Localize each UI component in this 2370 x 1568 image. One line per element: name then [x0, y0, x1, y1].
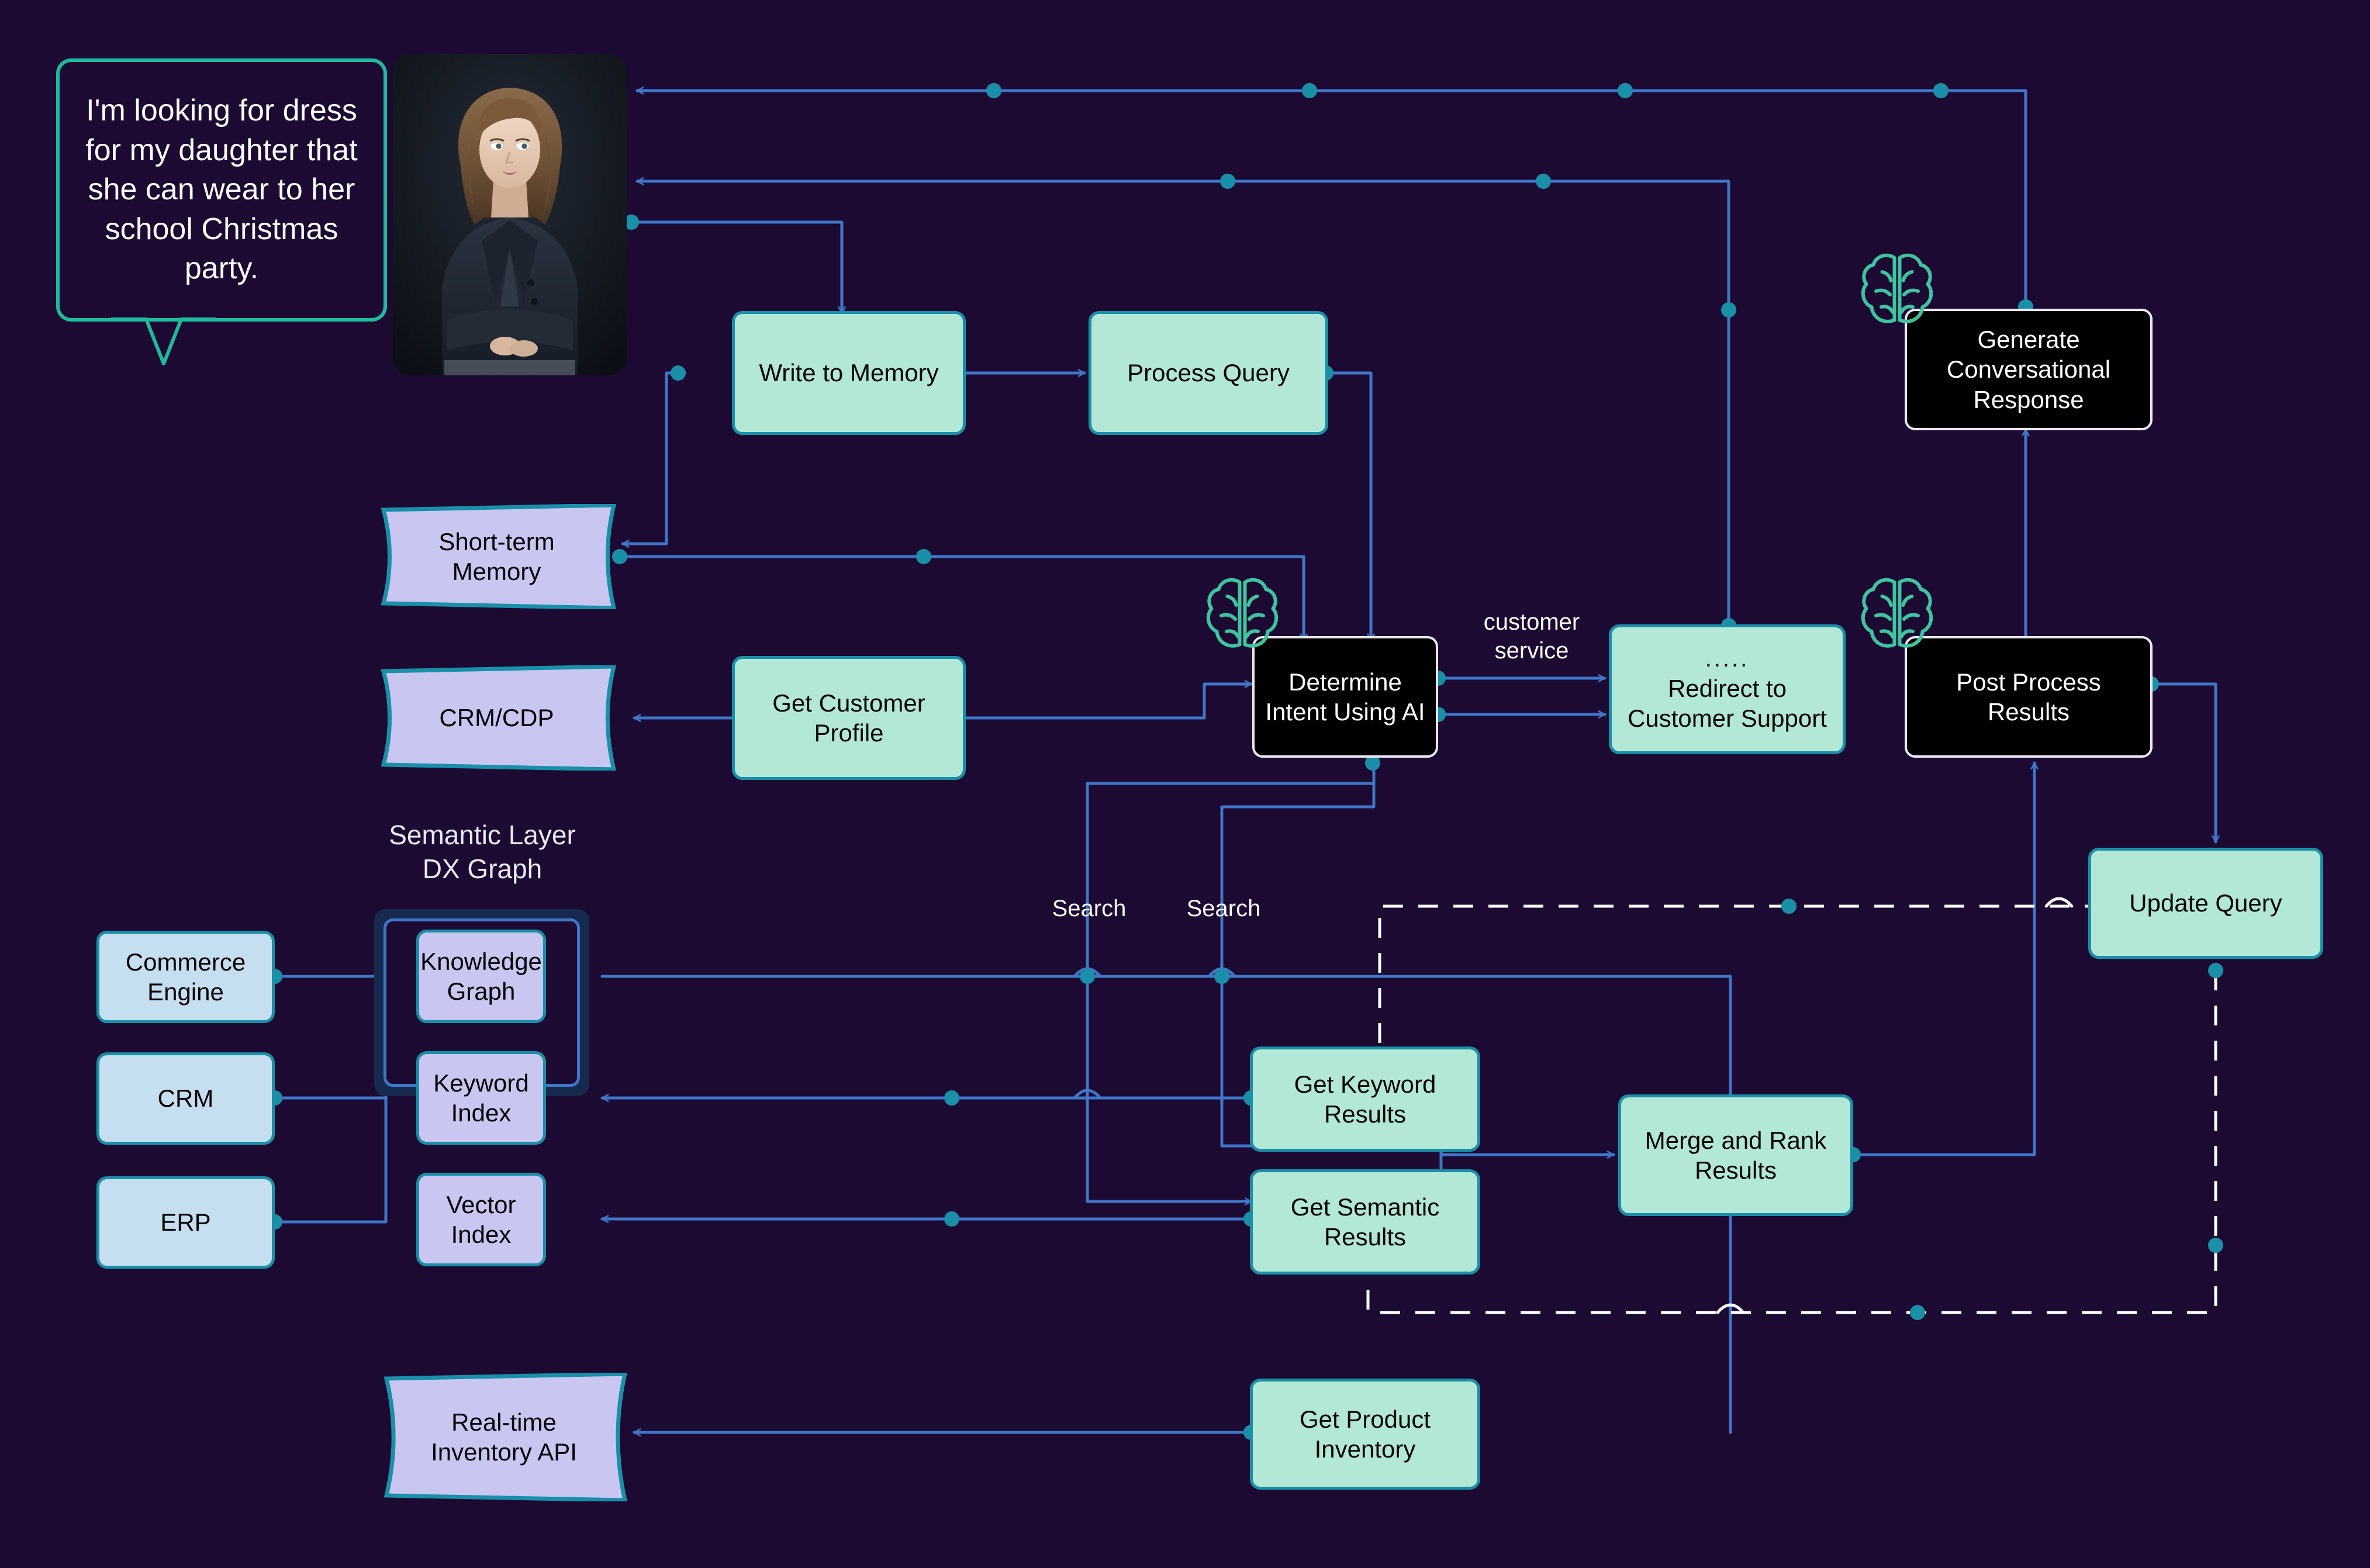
brain-icon: [1853, 246, 1941, 333]
node-determine-intent-using-ai[interactable]: Determine Intent Using AI: [1252, 636, 1438, 758]
node-label: CRM/CDP: [439, 704, 554, 732]
node-generate-conversational-response[interactable]: Generate Conversational Response: [1905, 309, 2153, 430]
node-short-term-memory[interactable]: Short-term Memory: [374, 504, 623, 609]
node-get-customer-profile[interactable]: Get Customer Profile: [732, 656, 966, 780]
customer-avatar: [393, 54, 627, 375]
node-get-keyword-results[interactable]: Get Keyword Results: [1250, 1047, 1480, 1152]
node-process-query[interactable]: Process Query: [1089, 311, 1328, 435]
semantic-layer-title-line1: Semantic Layer: [389, 820, 576, 850]
brain-icon: [1198, 570, 1286, 658]
node-label: Merge and Rank Results: [1645, 1126, 1827, 1184]
node-label: Redirect to Customer Support: [1628, 675, 1827, 733]
node-label: Real-time Inventory API: [431, 1408, 577, 1466]
ellipsis-marker: .....: [1705, 646, 1750, 672]
node-keyword-index[interactable]: Keyword Index: [416, 1051, 546, 1145]
node-label: Update Query: [2129, 889, 2282, 917]
node-post-process-results[interactable]: Post Process Results: [1905, 636, 2153, 758]
node-label: ERP: [160, 1208, 211, 1237]
node-label: Write to Memory: [759, 359, 939, 387]
brain-icon: [1853, 570, 1941, 658]
node-label: Post Process Results: [1956, 668, 2101, 726]
node-label: Vector Index: [446, 1190, 516, 1248]
node-merge-and-rank-results[interactable]: Merge and Rank Results: [1618, 1094, 1853, 1216]
node-update-query[interactable]: Update Query: [2088, 848, 2323, 959]
edge-label-search-left: Search: [1052, 896, 1127, 921]
edge-label-customer-service: customer service: [1483, 609, 1580, 664]
node-redirect-to-customer-support[interactable]: ..... Redirect to Customer Support: [1609, 624, 1846, 754]
node-label: Get Keyword Results: [1294, 1070, 1436, 1128]
edge-label-search-right: Search: [1186, 896, 1261, 921]
node-write-to-memory[interactable]: Write to Memory: [732, 311, 966, 435]
node-label: Determine Intent Using AI: [1265, 668, 1425, 726]
node-label: Get Customer Profile: [772, 689, 925, 747]
speech-bubble-tail: [111, 317, 216, 365]
node-vector-index[interactable]: Vector Index: [416, 1173, 546, 1266]
node-label: Get Product Inventory: [1299, 1405, 1431, 1463]
node-get-product-inventory[interactable]: Get Product Inventory: [1250, 1379, 1480, 1490]
node-erp[interactable]: ERP: [96, 1176, 275, 1269]
node-label: CRM: [157, 1085, 214, 1113]
node-get-semantic-results[interactable]: Get Semantic Results: [1250, 1169, 1480, 1275]
node-label: Commerce Engine: [125, 948, 246, 1006]
node-knowledge-graph[interactable]: Knowledge Graph: [416, 930, 546, 1023]
user-message-text: I'm looking for dress for my daughter th…: [85, 94, 358, 286]
semantic-layer-title-line2: DX Graph: [422, 853, 543, 884]
node-label: Knowledge Graph: [420, 947, 542, 1005]
node-crm-cdp[interactable]: CRM/CDP: [374, 665, 623, 771]
node-realtime-inventory-api[interactable]: Real-time Inventory API: [377, 1373, 634, 1501]
node-label: Generate Conversational Response: [1946, 326, 2111, 413]
node-commerce-engine[interactable]: Commerce Engine: [96, 931, 275, 1023]
semantic-layer-title: Semantic Layer DX Graph: [327, 818, 637, 886]
node-label: Short-term Memory: [438, 527, 555, 585]
user-message-bubble: I'm looking for dress for my daughter th…: [56, 58, 387, 322]
node-crm[interactable]: CRM: [96, 1052, 275, 1145]
node-label: Get Semantic Results: [1290, 1193, 1440, 1251]
node-label: Keyword Index: [433, 1069, 529, 1127]
node-label: Process Query: [1127, 359, 1290, 387]
